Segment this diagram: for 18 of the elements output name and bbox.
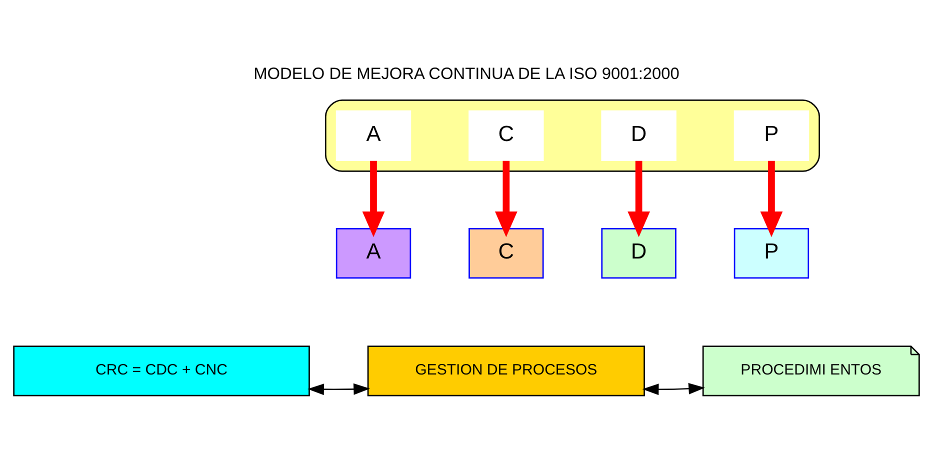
arrow xyxy=(308,382,370,395)
arrow xyxy=(760,160,783,237)
node-box: C xyxy=(468,110,544,160)
node-box: A xyxy=(336,228,412,278)
node-box: P xyxy=(734,228,810,278)
node-box: P xyxy=(734,110,810,160)
arrow xyxy=(642,382,706,395)
node-box: A xyxy=(336,110,412,160)
node-box: D xyxy=(601,228,676,278)
node-box: GESTION DE PROCESOS xyxy=(367,345,645,396)
node-box: D xyxy=(601,110,676,160)
arrow xyxy=(628,160,650,237)
node-box: C xyxy=(468,228,544,278)
node-box: CRC = CDC + CNC xyxy=(13,345,310,396)
cluster xyxy=(324,98,820,172)
diagram-title: MODELO DE MEJORA CONTINUA DE LA ISO 9001:2000 xyxy=(254,64,680,83)
arrow xyxy=(362,160,385,237)
arrow xyxy=(494,160,518,237)
